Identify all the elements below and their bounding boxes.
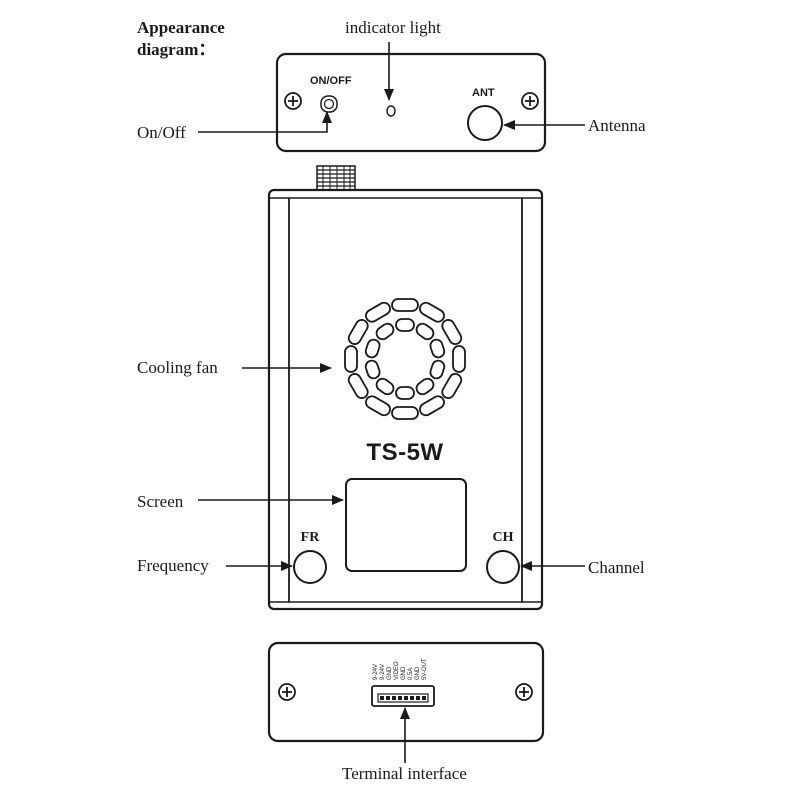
- fan-slot: [441, 373, 463, 399]
- terminal-pin: [398, 696, 402, 700]
- fan-slot: [395, 318, 415, 332]
- fr-button-label: FR: [301, 530, 321, 545]
- terminal-pin: [386, 696, 390, 700]
- terminal-pin: [380, 696, 384, 700]
- fan-slot: [419, 301, 445, 323]
- callout-cooling-fan: Cooling fan: [137, 358, 218, 377]
- fan-slot: [344, 345, 358, 373]
- frequency-button[interactable]: [293, 550, 327, 584]
- screw-icon: [521, 92, 539, 110]
- terminal-pin: [404, 696, 408, 700]
- antenna-label: ANT: [472, 87, 495, 99]
- callout-indicator-light: indicator light: [345, 18, 441, 37]
- pin-label: GND: [401, 666, 407, 680]
- pin-label: GND: [415, 666, 421, 680]
- top-panel: ON/OFF ANT: [275, 52, 547, 153]
- channel-button[interactable]: [486, 550, 520, 584]
- fan-slot: [415, 322, 435, 341]
- terminal-pin: [422, 696, 426, 700]
- pin-label: 0.5A: [408, 668, 414, 680]
- pin-label: 5V-OUT: [422, 658, 428, 680]
- fan-slot: [395, 386, 415, 400]
- terminal-pin: [410, 696, 414, 700]
- fan-slot: [391, 406, 419, 420]
- fan-slot: [429, 359, 446, 380]
- fan-slot: [429, 338, 446, 359]
- callout-channel: Channel: [588, 558, 645, 577]
- terminal-pin: [416, 696, 420, 700]
- fan-slot: [441, 319, 463, 345]
- callout-antenna: Antenna: [588, 116, 646, 135]
- bottom-panel: 9-24V 9-24V GND VIDEO GND 0.5A GND 5V-OU…: [267, 641, 545, 743]
- indicator-light: [386, 105, 396, 117]
- fan-slot: [364, 338, 381, 359]
- title-line-1: Appearance: [137, 18, 225, 37]
- fan-slot: [375, 322, 395, 341]
- pin-label: 9-24V: [373, 664, 379, 680]
- on-off-switch[interactable]: [320, 95, 338, 113]
- pin-labels: 9-24V 9-24V GND VIDEO GND 0.5A GND 5V-OU…: [373, 658, 428, 680]
- fan-slot: [347, 319, 369, 345]
- callout-frequency: Frequency: [137, 556, 209, 575]
- screw-icon: [284, 92, 302, 110]
- fan-slot: [365, 301, 391, 323]
- callout-screen: Screen: [137, 492, 184, 511]
- fan-slot: [364, 359, 381, 380]
- screw-icon: [515, 683, 533, 701]
- terminal-connector-icon[interactable]: [371, 685, 435, 707]
- terminal-pin: [392, 696, 396, 700]
- device-body: TS-5W FR CH: [267, 165, 544, 611]
- callout-on-off: On/Off: [137, 123, 186, 142]
- fan-slot: [452, 345, 466, 373]
- antenna-port[interactable]: [467, 105, 503, 141]
- pin-label: VIDEO: [394, 661, 400, 680]
- fan-slot: [347, 373, 369, 399]
- title-line-2: diagram：: [137, 40, 215, 59]
- cooling-fan-icon: [344, 298, 466, 420]
- model-name: TS-5W: [366, 439, 443, 466]
- screw-icon: [278, 683, 296, 701]
- fan-slot: [415, 377, 435, 396]
- on-off-switch-label: ON/OFF: [310, 75, 352, 87]
- callout-terminal-interface: Terminal interface: [342, 764, 467, 783]
- fan-slot: [375, 377, 395, 396]
- pin-label: GND: [387, 666, 393, 680]
- fan-slot: [391, 298, 419, 312]
- fan-slot: [365, 395, 391, 417]
- arrow-on-off: [198, 111, 332, 133]
- fan-slot: [419, 395, 445, 417]
- screen: [345, 478, 467, 572]
- sma-connector-icon: [316, 165, 356, 191]
- ch-button-label: CH: [493, 530, 514, 545]
- pin-label: 9-24V: [380, 664, 386, 680]
